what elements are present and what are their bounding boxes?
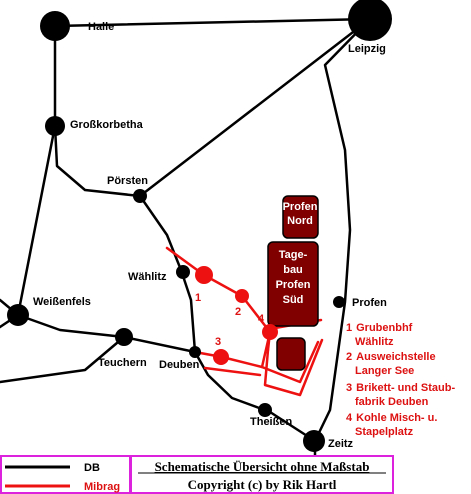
mibrag-waehlitz-profen [165,246,272,352]
line-teuchern-deuben [122,335,197,354]
line-poersten-waehlitz [138,194,183,272]
station-dot-leipzig [348,0,392,41]
legend: DB Mibrag Schematische Übersicht ohne Ma… [0,455,394,494]
site-tagebau-line4: Süd [283,294,304,306]
station-dot-zeitz [303,430,325,452]
mibrag-dot-1 [195,266,213,284]
label-halle: Halle [88,21,114,33]
site-profen-nord-line1: Profen [283,201,318,213]
line-grosskorbetha-poersten [53,124,142,198]
line-waehlitz-deuben [179,268,197,354]
site-tagebau-profen-sued: Tage- bau Profen Süd [267,241,319,327]
line-leipzig-zeitz [313,17,372,443]
label-profen: Profen [352,297,387,309]
legend-db-label: DB [84,462,100,474]
mibrag-yard-loop [263,338,324,397]
marker-1: 1 [195,292,201,304]
key-4-line2: Stapelplatz [355,426,414,438]
mibrag-yard-upper [203,366,262,377]
mibrag-dot-3 [213,349,229,365]
line-deuben-theissen [193,350,317,443]
site-profen-nord: Profen Nord [282,195,319,239]
site-tagebau-line3: Profen [276,279,311,291]
station-dot-weissenfels [7,304,29,326]
label-zeitz: Zeitz [328,438,354,450]
label-weissenfels: Weißenfels [33,296,91,308]
site-small-yard [276,337,306,371]
site-tagebau-line2: bau [283,264,303,276]
label-waehlitz: Wählitz [128,271,167,283]
mibrag-dot-4 [262,324,278,340]
station-dot-teuchern [115,328,133,346]
label-grosskorbetha: Großkorbetha [70,119,144,131]
key-3-line2: fabrik Deuben [355,396,429,408]
label-theissen: Theißen [250,416,292,428]
label-deuben: Deuben [159,359,200,371]
line-halle-leipzig [53,17,372,28]
line-halle-weissenfels [16,24,57,317]
line-weissenfels-teuchern [16,313,126,339]
marker-4: 4 [258,313,265,325]
line-teuchern-south [0,335,126,384]
station-dot-theissen [258,403,272,417]
station-dot-waehlitz [176,265,190,279]
db-rail-lines [0,17,372,457]
site-tagebau-line1: Tage- [279,249,308,261]
mibrag-dot-2 [235,289,249,303]
site-profen-nord-line2: Nord [287,215,313,227]
station-dot-grosskorbetha [45,116,65,136]
legend-title-box [130,455,394,494]
line-leipzig-poersten [138,17,372,198]
key-2-line2: Langer See [355,365,414,377]
legend-mibrag-label: Mibrag [84,481,120,493]
station-dot-poersten [133,189,147,203]
legend-copyright: Copyright (c) by Rik Hartl [188,477,337,492]
marker-3: 3 [215,336,221,348]
station-dot-profen [333,296,345,308]
station-dot-deuben [189,346,201,358]
legend-title: Schematische Übersicht ohne Maßstab [155,459,370,474]
station-dot-halle [40,11,70,41]
label-poersten: Pörsten [107,175,148,187]
key-1-line2: Wählitz [355,336,394,348]
label-teuchern: Teuchern [98,357,147,369]
label-leipzig: Leipzig [348,43,386,55]
marker-2: 2 [235,306,241,318]
